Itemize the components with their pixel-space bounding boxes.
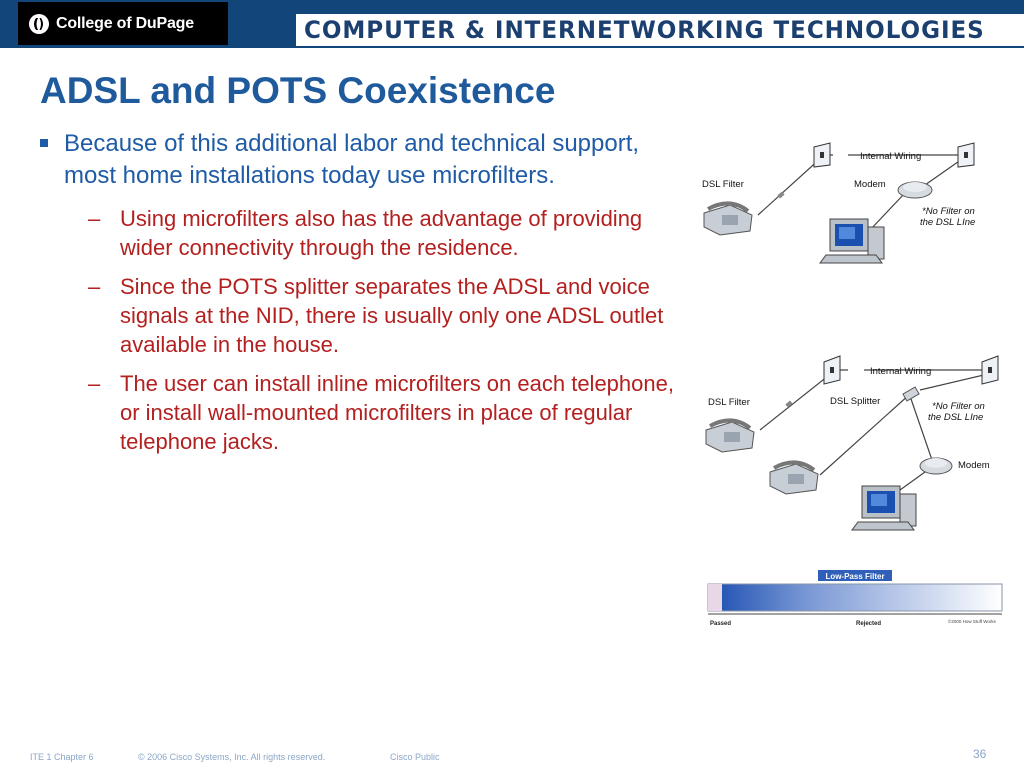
sub-bullet-item: – Since the POTS splitter separates the … <box>40 272 680 359</box>
modem-icon <box>897 181 933 199</box>
no-filter-note: *No Filter on <box>922 206 975 217</box>
dash-marker: – <box>88 371 101 396</box>
bullet-list: Because of this additional labor and tec… <box>40 128 680 456</box>
dsl-filter-icon <box>785 400 793 408</box>
dsl-filter-icon <box>777 191 785 199</box>
college-logo: College of DuPage <box>18 2 228 45</box>
bullet-item: Because of this additional labor and tec… <box>40 128 680 192</box>
bullet-text: Because of this additional labor and tec… <box>64 130 640 189</box>
dsl-splitter-label: DSL Splitter <box>830 396 880 407</box>
modem-icon <box>919 457 953 475</box>
filter-band <box>707 583 1003 612</box>
telephone-icon <box>703 201 753 236</box>
page-number: 36 <box>973 747 987 761</box>
dsl-filter-label: DSL Filter <box>702 179 744 190</box>
passed-region <box>708 584 722 611</box>
no-filter-note: the DSL LIne <box>920 217 975 228</box>
footer-copyright: © 2006 Cisco Systems, Inc. All rights re… <box>138 752 326 762</box>
filter-title-box <box>818 570 892 581</box>
image-credit: ©2000 How Stuff Works <box>948 618 997 624</box>
wall-jack-icon <box>981 355 999 385</box>
sub-bullet-item: – The user can install inline microfilte… <box>40 369 680 456</box>
wall-jack-icon <box>823 355 841 385</box>
splitter-diagram: Internal Wiring DSL Filter DSL Splitter … <box>700 350 1005 550</box>
modem-label: Modem <box>854 179 886 190</box>
sub-bullet-text: The user can install inline microfilters… <box>120 371 674 454</box>
dash-marker: – <box>88 206 101 231</box>
banner-text: COMPUTER & INTERNETWORKING TECHNOLOGIES <box>304 16 985 44</box>
low-pass-filter-label: Low-Pass Filter <box>825 572 884 581</box>
dsl-filter-label: DSL Filter <box>708 397 750 408</box>
telephone-icon <box>769 460 819 495</box>
dsl-splitter-icon <box>902 386 920 402</box>
footer-chapter: ITE 1 Chapter 6 <box>30 752 94 762</box>
computer-icon <box>819 218 885 264</box>
dash-marker: – <box>88 274 101 299</box>
college-logo-icon <box>29 13 49 34</box>
program-banner: COMPUTER & INTERNETWORKING TECHNOLOGIES <box>296 14 1024 46</box>
sub-bullet-text: Using microfilters also has the advantag… <box>120 206 643 260</box>
telephone-icon <box>705 418 755 453</box>
no-filter-note: *No Filter on <box>932 401 985 412</box>
low-pass-filter-diagram: Low-Pass Filter Passed Rejected ©2000 Ho… <box>707 570 1003 627</box>
sub-bullet-item: – Using microfilters also has the advant… <box>40 204 680 262</box>
header-bar: College of DuPage COMPUTER & INTERNETWOR… <box>0 0 1024 48</box>
microfilter-diagram: Internal Wiring DSL Filter Modem *No Fil… <box>690 135 990 285</box>
internal-wiring-label: Internal Wiring <box>870 366 931 377</box>
sub-bullet-text: Since the POTS splitter separates the AD… <box>120 274 664 357</box>
internal-wiring-label: Internal Wiring <box>860 151 921 162</box>
rejected-label: Rejected <box>856 621 881 627</box>
no-filter-note: the DSL LIne <box>928 412 983 423</box>
logo-text: College of DuPage <box>56 14 194 32</box>
computer-icon <box>851 485 917 531</box>
wall-jack-icon <box>813 142 831 168</box>
passed-label: Passed <box>710 621 731 627</box>
slide-title: ADSL and POTS Coexistence <box>40 70 556 111</box>
modem-label: Modem <box>958 460 990 471</box>
square-bullet-icon <box>40 139 48 147</box>
wall-jack-icon <box>957 142 975 168</box>
footer-classification: Cisco Public <box>390 752 440 762</box>
